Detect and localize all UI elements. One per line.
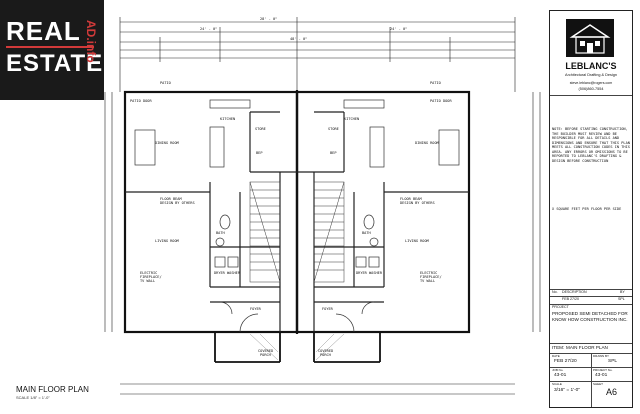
watermark-rule — [6, 46, 94, 48]
title-block: LEBLANC'S Architectural Drafting & Desig… — [549, 10, 633, 408]
svg-text:FLOOR BEAM: FLOOR BEAM — [160, 197, 182, 201]
svg-text:PORCH: PORCH — [260, 353, 271, 357]
firm-email: steve.leblanc@rogers.com — [569, 81, 613, 85]
firm-phone: (506)860-7554 — [578, 87, 604, 91]
watermark-line1: REAL — [6, 16, 81, 46]
drawn-value: SPL — [608, 359, 618, 364]
area-note: X SQUARE FEET PER FLOOR PER SIDE — [552, 207, 622, 211]
svg-text:STORE: STORE — [255, 127, 266, 131]
svg-text:DESIGN BY OTHERS: DESIGN BY OTHERS — [400, 201, 435, 205]
date-label: DATE — [552, 354, 560, 358]
watermark-line2: ESTATE — [6, 50, 104, 77]
svg-text:TV WALL: TV WALL — [420, 279, 435, 283]
job-label: JOB No. — [552, 368, 564, 372]
scale-label: SCALE — [552, 382, 562, 386]
job-value: 43-01 — [554, 373, 567, 378]
svg-text:24' - 0": 24' - 0" — [390, 27, 407, 31]
svg-text:48' - 0": 48' - 0" — [290, 37, 307, 41]
firm-subtitle: Architectural Drafting & Design — [565, 73, 617, 77]
svg-text:KITCHEN: KITCHEN — [344, 117, 359, 121]
svg-text:STORE: STORE — [328, 127, 339, 131]
general-note: NOTE: BEFORE STARTING CONSTRUCTION, THE … — [552, 127, 630, 163]
scale-value: 3/16" = 1'-0" — [554, 388, 581, 393]
rev-desc-header: DESCRIPTION — [562, 290, 587, 294]
svg-text:FLOOR BEAM: FLOOR BEAM — [400, 197, 422, 201]
svg-text:DRYER: DRYER — [356, 271, 368, 275]
item-label: ITEM: — [552, 345, 565, 350]
rev-by: SPL — [618, 297, 625, 301]
svg-text:FIREPLACE/: FIREPLACE/ — [140, 275, 162, 279]
svg-text:BATH: BATH — [362, 231, 371, 235]
project-no-label: PROJECT No. — [593, 368, 613, 372]
svg-text:FOYER: FOYER — [250, 307, 262, 311]
label-patio-left: PATIO — [160, 81, 171, 85]
date-value: FEB 27/20 — [554, 359, 577, 364]
svg-text:DRYER: DRYER — [214, 271, 226, 275]
svg-text:ELECTRIC: ELECTRIC — [140, 271, 157, 275]
project-label: PROJECT — [552, 305, 569, 309]
project-name: PROPOSED SEMI DETACHED FOR KNOW HOW CONS… — [552, 311, 628, 322]
rev-by-header: BY — [620, 290, 625, 294]
svg-text:WASHER: WASHER — [369, 271, 383, 275]
svg-text:PATIO DOOR: PATIO DOOR — [130, 99, 152, 103]
svg-text:PORCH: PORCH — [320, 353, 331, 357]
svg-text:28' - 0": 28' - 0" — [260, 17, 277, 21]
svg-text:FOYER: FOYER — [322, 307, 334, 311]
rev-no-header: No. — [552, 290, 558, 294]
svg-text:DESIGN BY OTHERS: DESIGN BY OTHERS — [160, 201, 195, 205]
house-logo-icon — [566, 19, 614, 57]
watermark-suffix: AD.info — [84, 20, 98, 63]
firm-name: LEBLANC'S — [565, 61, 617, 71]
svg-text:ELECTRIC: ELECTRIC — [420, 271, 437, 275]
project-no-value: 43-01 — [595, 373, 608, 378]
svg-text:WASHER: WASHER — [227, 271, 241, 275]
svg-text:LIVING ROOM: LIVING ROOM — [405, 239, 430, 243]
plan-scale: SCALE 1/8" = 1'-0" — [16, 395, 50, 400]
item-value: MAIN FLOOR PLAN — [566, 345, 608, 350]
svg-text:DINING ROOM: DINING ROOM — [155, 141, 180, 145]
svg-text:DINING ROOM: DINING ROOM — [415, 141, 440, 145]
svg-text:FIREPLACE/: FIREPLACE/ — [420, 275, 442, 279]
svg-text:KITCHEN: KITCHEN — [220, 117, 235, 121]
svg-text:BATH: BATH — [216, 231, 225, 235]
real-estate-watermark: REAL ESTATE AD.info — [0, 0, 104, 100]
drawn-label: DRAWN BY — [593, 354, 610, 358]
sheet-value: A6 — [606, 387, 618, 397]
svg-text:PATIO DOOR: PATIO DOOR — [430, 99, 452, 103]
svg-text:COVERED: COVERED — [318, 349, 333, 353]
svg-text:BEP: BEP — [330, 151, 337, 155]
svg-text:COVERED: COVERED — [258, 349, 273, 353]
floor-plan: PATIO PATIO PATIO DOOR PATIO DOOR KITCHE… — [104, 17, 541, 395]
label-patio-right: PATIO — [430, 81, 441, 85]
svg-text:24' - 0": 24' - 0" — [200, 27, 217, 31]
svg-text:BEP: BEP — [256, 151, 263, 155]
rev-date: FEB 27/20 — [562, 297, 579, 301]
sheet-label: SHEET — [593, 382, 604, 386]
svg-text:TV WALL: TV WALL — [140, 279, 155, 283]
plan-title: MAIN FLOOR PLAN — [16, 385, 89, 394]
svg-text:LIVING ROOM: LIVING ROOM — [155, 239, 180, 243]
